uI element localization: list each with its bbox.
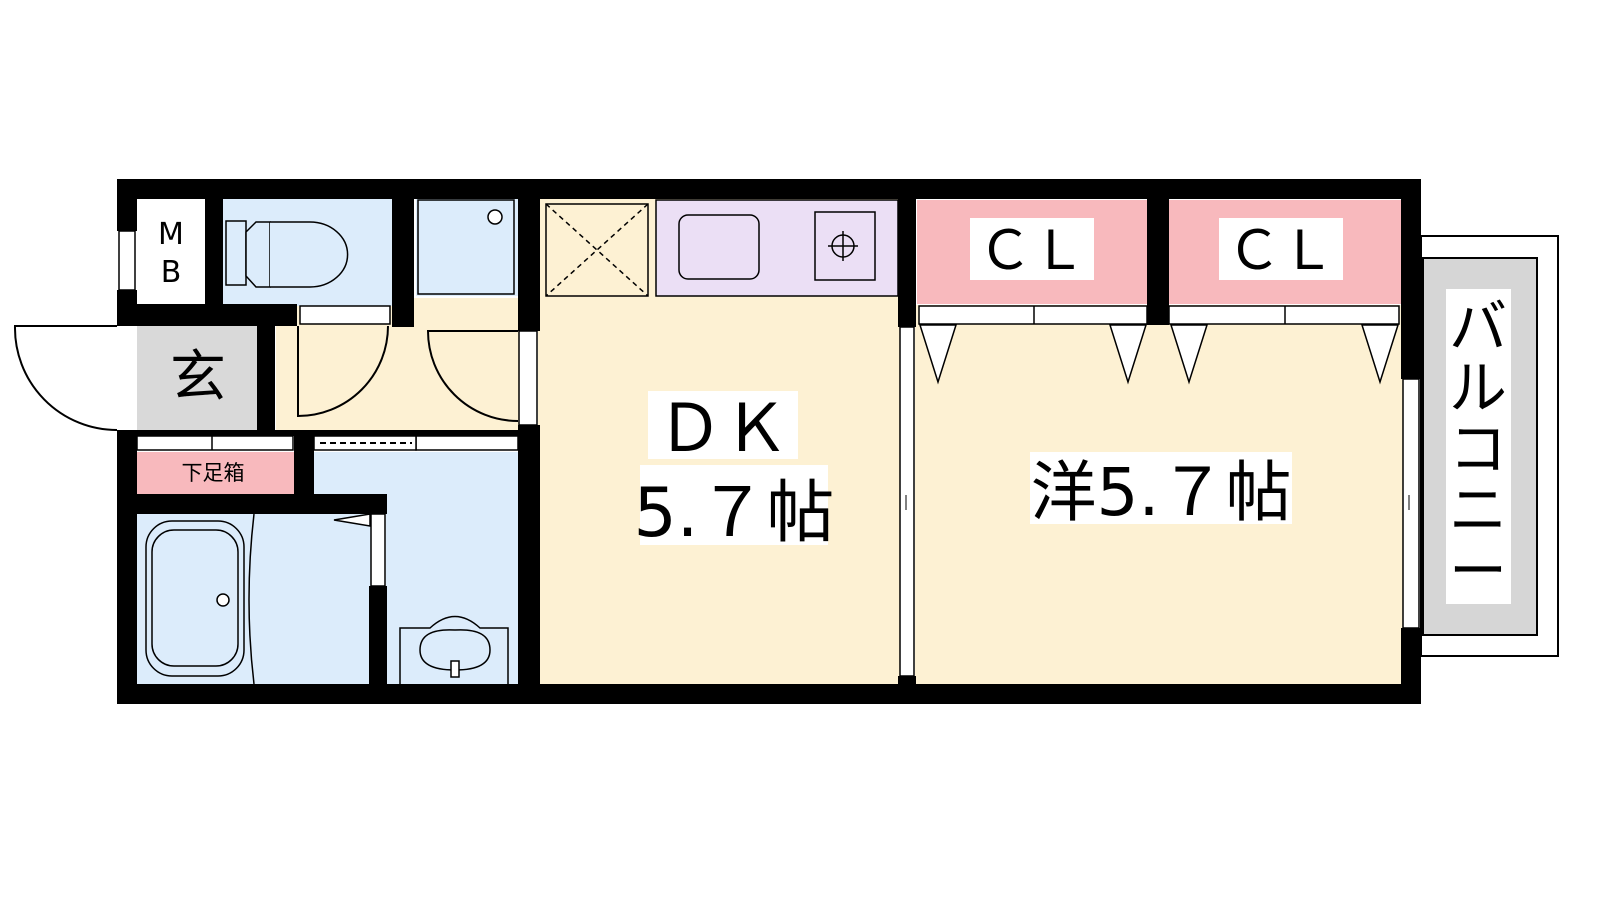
entrance-floor: [137, 326, 257, 430]
balcony-char-3: コ: [1449, 415, 1507, 483]
closet-right-label: ＣＬ: [1227, 219, 1335, 282]
bathtub-icon: [145, 513, 255, 685]
fixtures: [145, 199, 876, 685]
entry-door: [13, 325, 118, 431]
washbasin-icon: [399, 615, 509, 684]
toilet-icon: [225, 220, 349, 288]
balcony-char-5: ー: [1449, 537, 1507, 605]
washer-icon: [417, 199, 515, 295]
toilet-door: [297, 325, 389, 418]
label-backgrounds: [640, 218, 1343, 545]
stove-icon: [814, 211, 876, 281]
meter-box: [137, 198, 205, 304]
dk-size-label: 5.７帖: [634, 474, 835, 553]
walls: [117, 179, 1421, 704]
western-room-label: 洋5.７帖: [1031, 454, 1292, 531]
closet-doors: [918, 324, 1400, 385]
entrance-label: 玄: [170, 345, 226, 410]
balcony-char-1: バ: [1449, 293, 1507, 361]
doors: [13, 325, 519, 431]
balcony-char-2: ル: [1449, 354, 1507, 422]
kitchen-sink-icon: [678, 214, 760, 280]
mb-label-top: M: [158, 217, 184, 252]
balcony: [1420, 235, 1559, 657]
labels: M B 玄 下足箱 ＣＬ ＣＬ ＤＫ 5.７帖 洋5.７帖 バ ル コ ニ ー: [158, 217, 1507, 605]
closet-left-label: ＣＬ: [978, 219, 1086, 282]
shoe-box: [137, 452, 294, 494]
fridge-space-icon: [545, 203, 649, 297]
mb-label-bottom: B: [161, 255, 182, 290]
hall-door: [426, 330, 519, 422]
balcony-char-4: ニ: [1449, 476, 1507, 544]
shoe-box-label: 下足箱: [182, 461, 245, 485]
dk-title-label: ＤＫ: [657, 390, 789, 467]
sills: [118, 230, 1420, 677]
